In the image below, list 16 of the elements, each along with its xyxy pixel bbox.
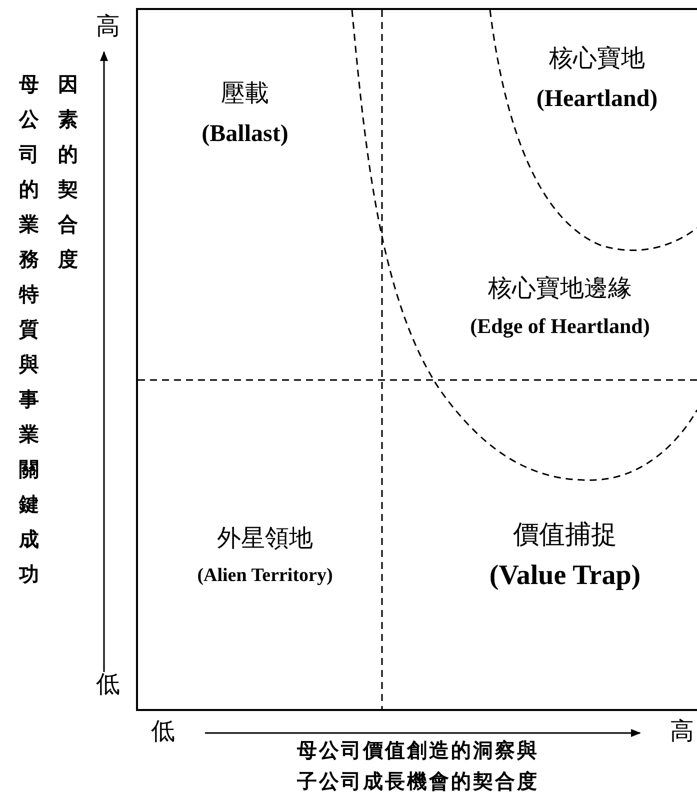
quadrant-title: 外星領地 bbox=[217, 526, 313, 554]
axis-title: 母公司價值創造的洞察與子公司成長機會的契合度 bbox=[296, 738, 540, 795]
axis-title: 母公司的業務特質與事業關鍵成功因素的契合度 bbox=[19, 73, 79, 588]
quadrant-subtitle: (Alien Territory) bbox=[197, 565, 333, 587]
axis-end-label: 低 bbox=[151, 719, 175, 747]
quadrant-subtitle: (Ballast) bbox=[202, 121, 288, 149]
axis-end-label: 低 bbox=[96, 672, 120, 700]
quadrant-subtitle: (Edge of Heartland) bbox=[470, 314, 650, 338]
quadrant-title: 價值捕捉 bbox=[513, 520, 617, 550]
axis-end-label: 高 bbox=[96, 14, 120, 42]
quadrant-subtitle: (Value Trap) bbox=[489, 560, 641, 592]
quadrant-title: 核心寶地邊緣 bbox=[488, 276, 632, 304]
quadrant-title: 壓載 bbox=[221, 81, 269, 109]
quadrant-subtitle: (Heartland) bbox=[536, 86, 658, 114]
axis-end-label: 高 bbox=[670, 719, 694, 747]
quadrant-title: 核心寶地 bbox=[549, 46, 645, 74]
